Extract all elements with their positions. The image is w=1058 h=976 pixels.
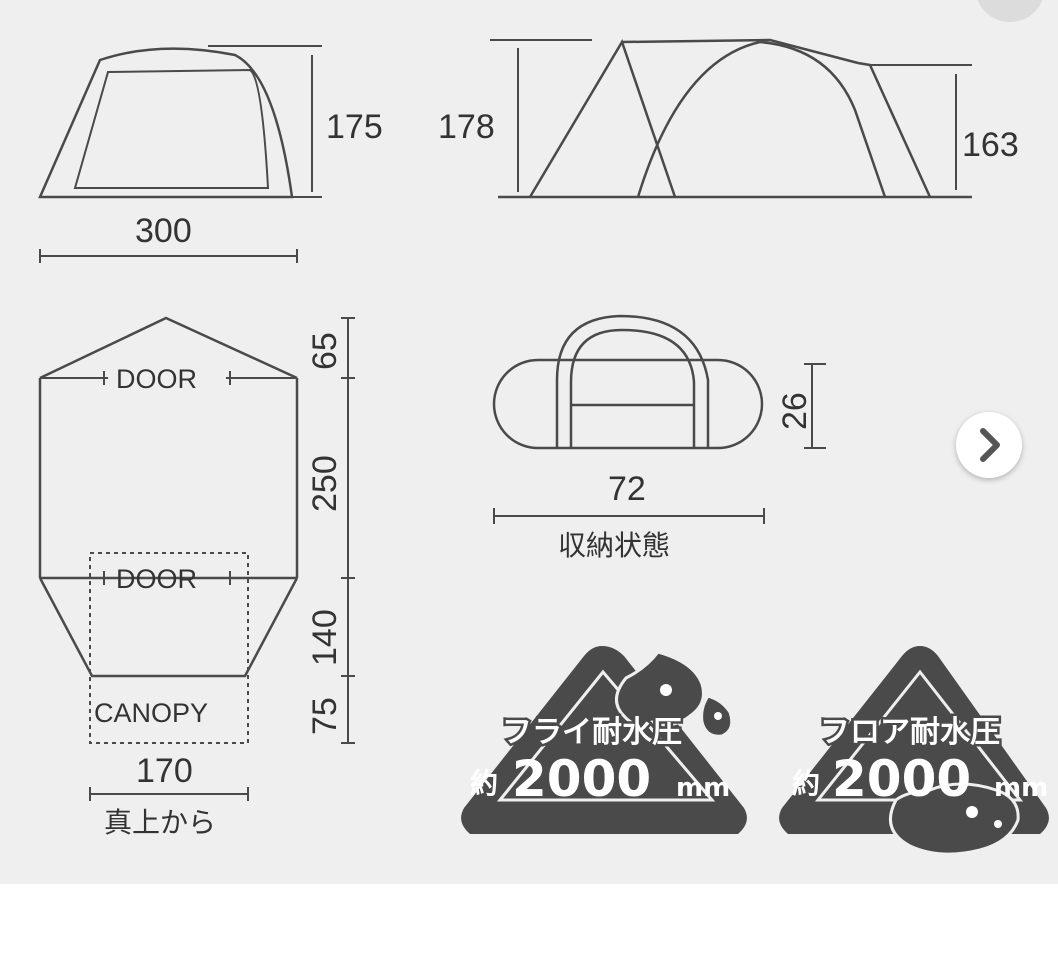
packed-length-label: 72 bbox=[608, 470, 646, 508]
dim-65-label: 65 bbox=[306, 332, 344, 370]
floor-badge-unit: mm bbox=[994, 773, 1048, 803]
floor-badge-prefix: 約 bbox=[792, 767, 820, 800]
tent-diagram: 175 300 178 163 DOOR DOOR bbox=[38, 38, 1049, 856]
packed-bag: 26 72 収納状態 bbox=[492, 314, 826, 562]
front-height-right-label: 163 bbox=[962, 126, 1019, 164]
dim-75-label: 75 bbox=[306, 697, 344, 735]
top-width-label: 170 bbox=[136, 752, 193, 790]
side-height-label: 175 bbox=[326, 108, 383, 146]
fly-badge-label: フライ耐水圧 bbox=[502, 715, 682, 750]
floor-waterproof-badge: フロア耐水圧 約 2000 mm bbox=[779, 646, 1049, 856]
side-view: 175 300 bbox=[38, 45, 383, 263]
dim-140-label: 140 bbox=[306, 609, 344, 666]
corner-button[interactable] bbox=[975, 0, 1045, 22]
packed-caption: 収納状態 bbox=[558, 529, 670, 562]
fly-waterproof-badge: フライ耐水圧 約 2000 mm bbox=[461, 646, 747, 834]
packed-height-label: 26 bbox=[776, 392, 814, 430]
dim-250-label: 250 bbox=[306, 455, 344, 512]
top-view-caption: 真上から bbox=[104, 806, 216, 839]
door-front-label: DOOR bbox=[116, 364, 197, 394]
floor-badge-label: フロア耐水圧 bbox=[820, 715, 1000, 750]
fly-badge-value: 2000 bbox=[512, 750, 651, 808]
fly-badge-prefix: 約 bbox=[470, 767, 498, 800]
side-width-label: 300 bbox=[135, 212, 192, 250]
canopy-label: CANOPY bbox=[94, 698, 208, 728]
front-view: 178 163 bbox=[438, 38, 1019, 199]
floor-badge-value: 2000 bbox=[832, 750, 971, 808]
front-height-left-label: 178 bbox=[438, 108, 495, 146]
door-rear-label: DOOR bbox=[116, 564, 197, 594]
next-image-button[interactable] bbox=[956, 412, 1022, 478]
top-view: DOOR DOOR CANOPY 65 250 140 75 170 真上から bbox=[38, 316, 355, 839]
fly-badge-unit: mm bbox=[676, 773, 730, 803]
chevron-right-icon bbox=[980, 428, 1000, 462]
